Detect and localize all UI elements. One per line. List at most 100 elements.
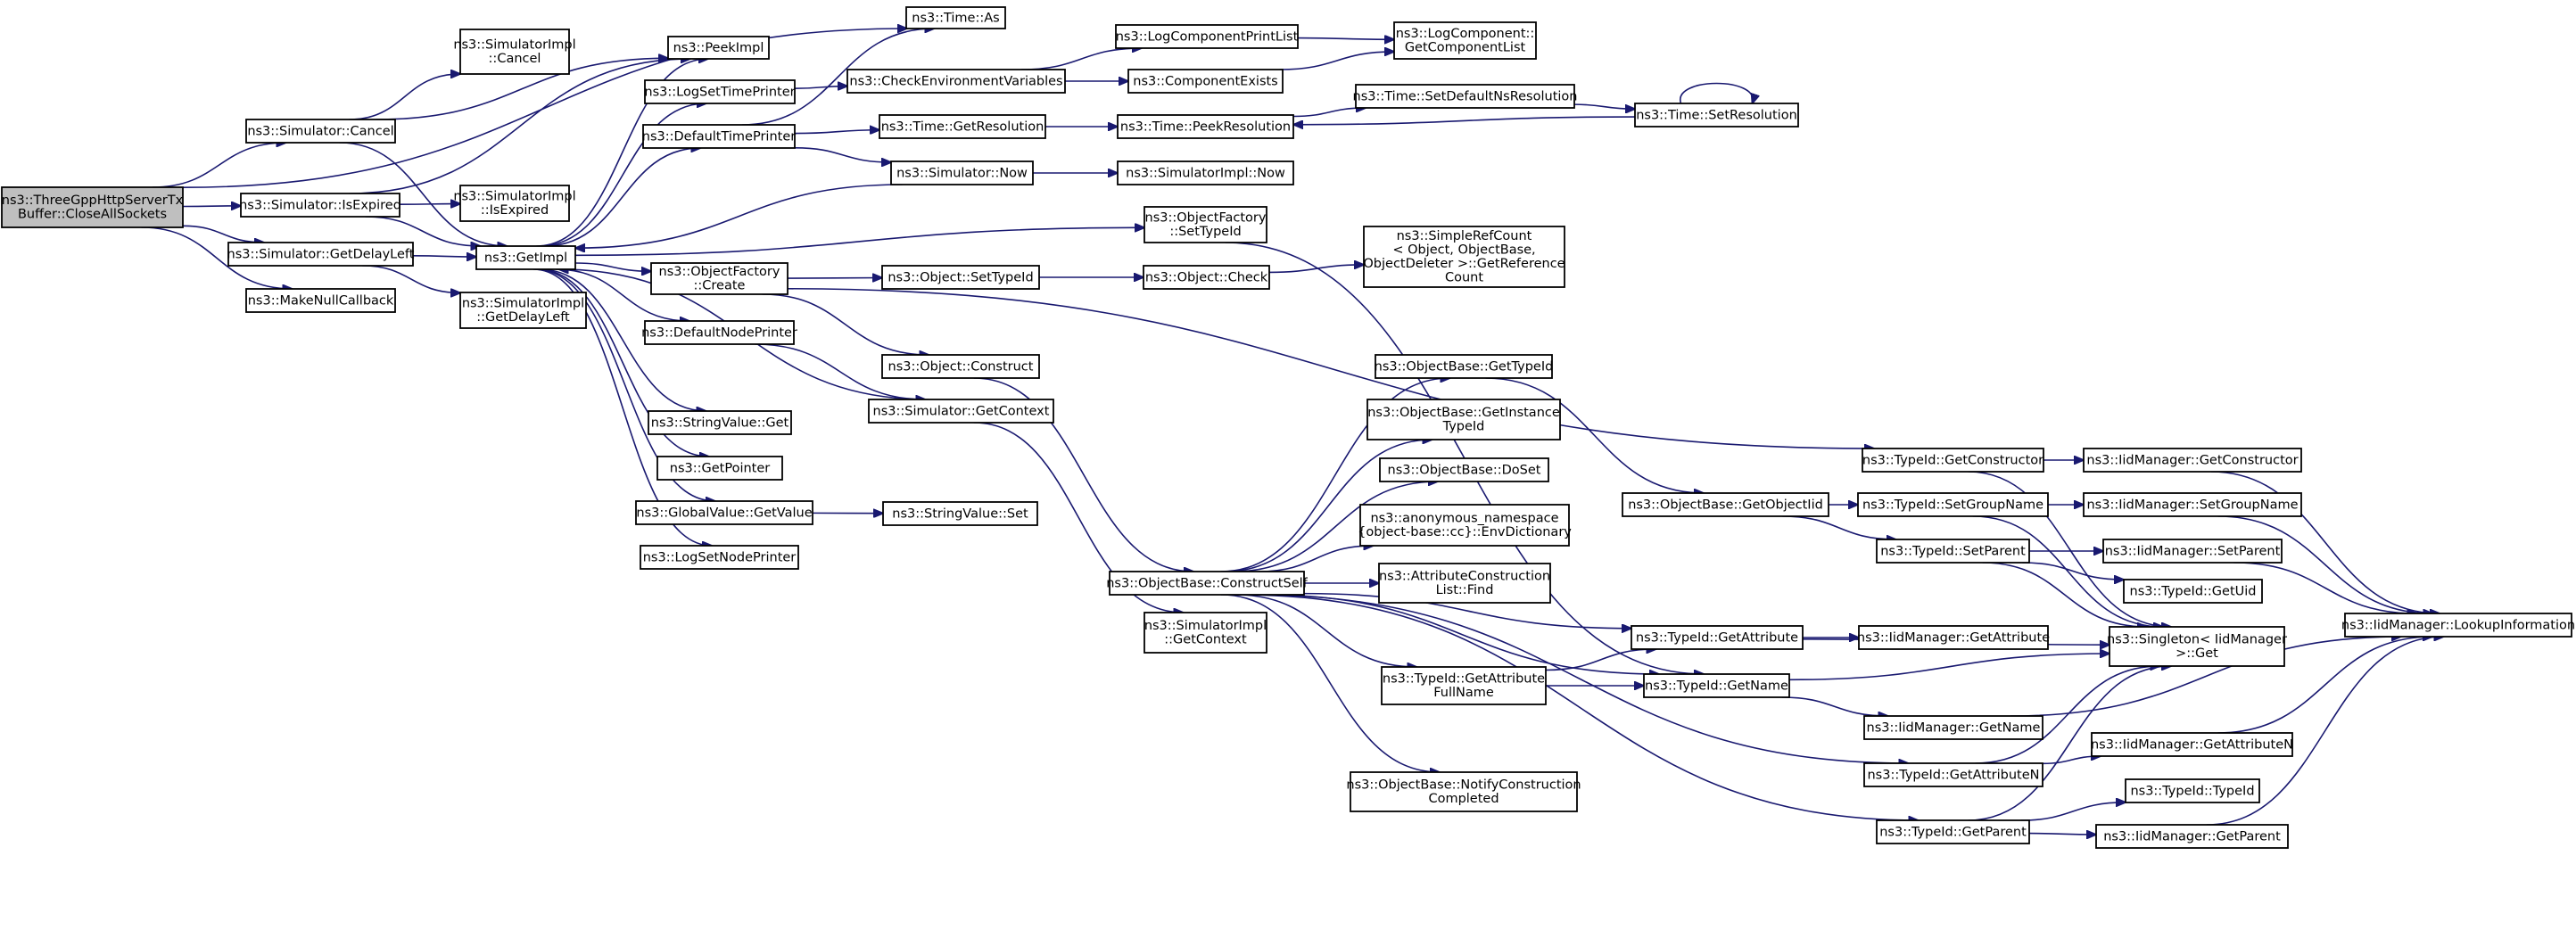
node-iid_setparent[interactable]: ns3::IidManager::SetParent	[2102, 539, 2283, 564]
node-time_peekres[interactable]: ns3::Time::PeekResolution	[1117, 114, 1294, 139]
node-box	[1622, 492, 1829, 517]
node-box	[1144, 206, 1267, 243]
node-objfactory_create[interactable]: ns3::ObjectFactory::Create	[650, 262, 788, 295]
edge-objfactory_create-to-object_settypeid	[787, 277, 882, 278]
node-box	[1144, 612, 1267, 654]
node-simimpl_cancel[interactable]: ns3::SimulatorImpl::Cancel	[453, 29, 576, 75]
node-logcomponent_getlist[interactable]: ns3::LogComponent::GetComponentList	[1393, 21, 1537, 60]
node-stringvalue_set[interactable]: ns3::StringValue::Set	[882, 501, 1038, 526]
edge-objfactory_create-to-typeid_getconstructor	[787, 287, 1874, 449]
node-sim_getcontext[interactable]: ns3::Simulator::GetContext	[868, 399, 1054, 424]
node-box	[879, 114, 1046, 139]
node-closeallsockets[interactable]: ns3::ThreeGppHttpServerTxBuffer::CloseAl…	[1, 186, 184, 228]
node-label: ns3::SimulatorImpl	[462, 297, 584, 311]
node-time_setdefaultns[interactable]: ns3::Time::SetDefaultNsResolution	[1353, 84, 1578, 109]
node-object_construct[interactable]: ns3::Object::Construct	[881, 354, 1040, 379]
node-box	[2102, 539, 2283, 564]
node-label: ns3::SimulatorImpl::Now	[1126, 166, 1285, 180]
node-box	[1379, 457, 1549, 482]
node-componentexists[interactable]: ns3::ComponentExists	[1127, 69, 1284, 94]
node-objbase_constructself[interactable]: ns3::ObjectBase::ConstructSelf	[1106, 571, 1309, 596]
node-typeid_typeid[interactable]: ns3::TypeId::TypeId	[2125, 778, 2260, 803]
node-sim_cancel[interactable]: ns3::Simulator::Cancel	[245, 119, 396, 144]
node-box	[881, 265, 1040, 290]
node-peekimpl[interactable]: ns3::PeekImpl	[667, 36, 770, 60]
node-label: ns3::TypeId::GetParent	[1879, 825, 2027, 839]
node-typeid_getparent[interactable]: ns3::TypeId::GetParent	[1876, 819, 2030, 844]
node-label: ns3::LogSetTimePrinter	[644, 85, 795, 99]
edge-getimpl-to-objfactory_create	[574, 262, 651, 271]
node-box	[1863, 715, 2043, 740]
node-label: ::SetTypeId	[1169, 225, 1241, 239]
node-object_settypeid[interactable]: ns3::Object::SetTypeId	[881, 265, 1040, 290]
node-objbase_getobjectiid[interactable]: ns3::ObjectBase::GetObjectIid	[1622, 492, 1829, 517]
node-iid_lookupinformation[interactable]: ns3::IidManager::LookupInformation	[2341, 613, 2575, 638]
node-box	[2095, 824, 2289, 849]
node-objbase_doset[interactable]: ns3::ObjectBase::DoSet	[1379, 457, 1549, 482]
node-globalvalue_getvalue[interactable]: ns3::GlobalValue::GetValue	[635, 500, 813, 525]
node-label: ns3::IidManager::GetName	[1867, 720, 2041, 735]
node-box	[1858, 625, 2049, 650]
node-checkenv[interactable]: ns3::CheckEnvironmentVariables	[846, 69, 1066, 94]
node-singleton_get[interactable]: ns3::Singleton< IidManager>::Get	[2107, 626, 2287, 667]
node-iid_getattributen[interactable]: ns3::IidManager::GetAttributeN	[2091, 732, 2293, 757]
node-logsetnodeprinter[interactable]: ns3::LogSetNodePrinter	[640, 545, 799, 570]
edge-typeid_getconstructor-to-singleton_get	[1968, 471, 2172, 627]
node-typeid_getattributen[interactable]: ns3::TypeId::GetAttributeN	[1863, 762, 2043, 787]
node-iid_getparent[interactable]: ns3::IidManager::GetParent	[2095, 824, 2289, 849]
node-time_as[interactable]: ns3::Time::As	[905, 6, 1006, 29]
node-label: ns3::anonymous_namespace	[1370, 512, 1558, 526]
node-logsettimeprinter[interactable]: ns3::LogSetTimePrinter	[644, 79, 796, 104]
node-simimpl_getcontext[interactable]: ns3::SimulatorImpl::GetContext	[1144, 612, 1267, 654]
node-typeid_getattribute[interactable]: ns3::TypeId::GetAttribute	[1631, 625, 1804, 650]
node-simimpl_isexpired[interactable]: ns3::SimulatorImpl::IsExpired	[453, 185, 576, 222]
node-typeid_setparent[interactable]: ns3::TypeId::SetParent	[1876, 539, 2030, 564]
node-sim_getdelayleft[interactable]: ns3::Simulator::GetDelayLeft	[227, 242, 415, 267]
node-typeid_getconstructor[interactable]: ns3::TypeId::GetConstructor	[1862, 448, 2044, 473]
node-iid_setgroupname[interactable]: ns3::IidManager::SetGroupName	[2083, 492, 2302, 517]
node-iid_getattribute[interactable]: ns3::IidManager::GetAttribute	[1857, 625, 2050, 650]
node-simimpl_getdelayleft[interactable]: ns3::SimulatorImpl::GetDelayLeft	[459, 292, 587, 329]
node-iid_getname[interactable]: ns3::IidManager::GetName	[1863, 715, 2043, 740]
edge-sim_getcontext-to-simimpl_getcontext	[973, 422, 1184, 613]
node-sim_now[interactable]: ns3::Simulator::Now	[890, 160, 1034, 185]
edge-typeid_getattrfullname-to-typeid_getattribute	[1545, 649, 1656, 671]
node-defaultnodeprinter[interactable]: ns3::DefaultNodePrinter	[641, 320, 797, 345]
node-time_getres[interactable]: ns3::Time::GetResolution	[879, 114, 1046, 139]
node-box	[868, 399, 1054, 424]
node-typeid_setgroupname[interactable]: ns3::TypeId::SetGroupName	[1857, 492, 2049, 517]
node-typeid_getname[interactable]: ns3::TypeId::GetName	[1643, 673, 1790, 698]
node-envdictionary[interactable]: ns3::anonymous_namespace{object-base::cc…	[1358, 504, 1572, 547]
node-simplerefcount[interactable]: ns3::SimpleRefCount< Object, ObjectBase,…	[1363, 226, 1565, 288]
node-makenullcallback[interactable]: ns3::MakeNullCallback	[245, 288, 396, 313]
edge-objbase_constructself-to-objbase_doset	[1233, 481, 1438, 572]
edge-object_construct-to-objbase_constructself	[973, 377, 1193, 572]
node-sim_isexpired[interactable]: ns3::Simulator::IsExpired	[239, 193, 401, 218]
node-typeid_getuid[interactable]: ns3::TypeId::GetUid	[2123, 579, 2263, 604]
node-label: ::GetContext	[1164, 633, 1247, 647]
edge-logcomponentprintlist-to-logcomponent_getlist	[1297, 38, 1394, 40]
node-defaulttimeprinter[interactable]: ns3::DefaultTimePrinter	[642, 124, 796, 149]
node-box	[1355, 84, 1575, 109]
node-label: ns3::Object::Construct	[888, 359, 1034, 374]
node-label: ns3::TypeId::SetGroupName	[1862, 498, 2043, 512]
node-iid_getconstructor[interactable]: ns3::IidManager::GetConstructor	[2083, 448, 2302, 473]
node-object_check[interactable]: ns3::Object::Check	[1143, 265, 1270, 290]
node-objfactory_settypeid[interactable]: ns3::ObjectFactory::SetTypeId	[1144, 206, 1267, 243]
node-getpointer[interactable]: ns3::GetPointer	[656, 456, 783, 481]
node-label: ns3::LogComponentPrintList	[1116, 29, 1299, 44]
node-label: ns3::Time::SetResolution	[1636, 108, 1797, 122]
node-objbase_notifyconstructioncompleted[interactable]: ns3::ObjectBase::NotifyConstructionCompl…	[1346, 771, 1581, 812]
node-time_setres[interactable]: ns3::Time::SetResolution	[1634, 103, 1799, 128]
node-stringvalue_get[interactable]: ns3::StringValue::Get	[648, 410, 792, 435]
node-logcomponentprintlist[interactable]: ns3::LogComponentPrintList	[1115, 24, 1299, 49]
node-simimpl_now[interactable]: ns3::SimulatorImpl::Now	[1117, 160, 1294, 185]
edge-getimpl-to-defaultnodeprinter	[556, 268, 689, 321]
node-label: ns3::Simulator::Now	[896, 166, 1028, 180]
node-getimpl[interactable]: ns3::GetImpl	[475, 245, 576, 270]
node-label: ns3::IidManager::GetAttributeN	[2091, 737, 2293, 752]
node-objbase_gettypeid[interactable]: ns3::ObjectBase::GetTypeId	[1375, 354, 1554, 379]
